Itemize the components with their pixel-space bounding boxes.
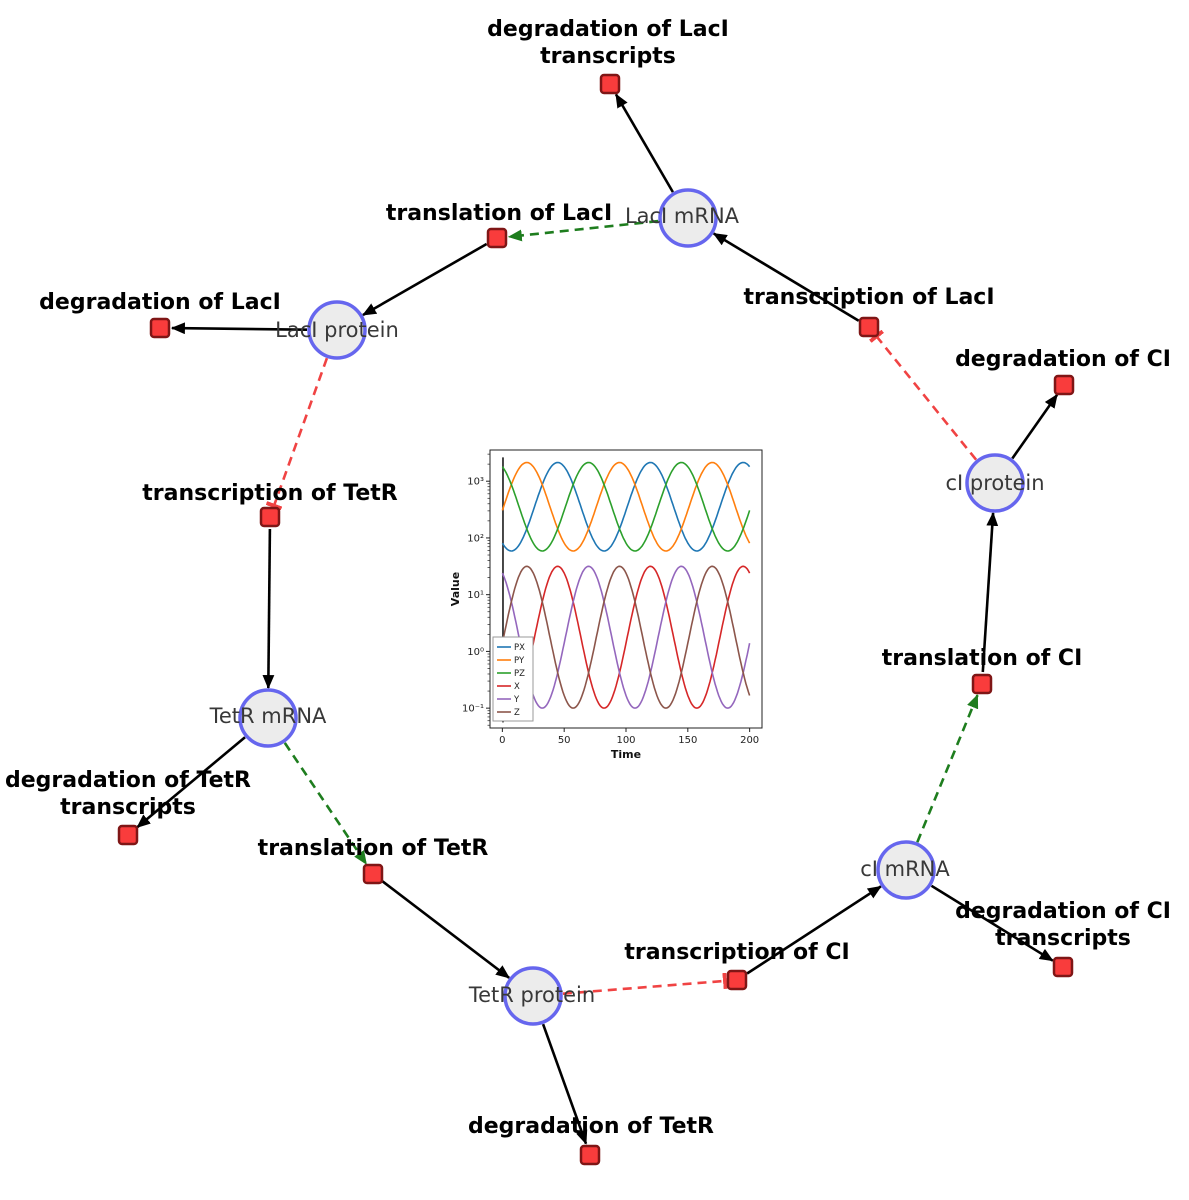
chart-legend-label-Z: Z bbox=[514, 708, 520, 718]
chart-series-Z bbox=[501, 565, 751, 709]
chart-series-PX bbox=[501, 461, 751, 552]
species-label-ci_protein: cI protein bbox=[945, 471, 1044, 495]
chart-legend-label-X: X bbox=[514, 682, 520, 692]
chart-ytick-label: 10³ bbox=[467, 477, 484, 488]
species-node-ci_mrna[interactable] bbox=[876, 840, 936, 900]
species-node-tetr_mrna[interactable] bbox=[238, 688, 298, 748]
edge-tetr_mrna-to-transl_tetr bbox=[283, 742, 368, 865]
chart-legend-label-PX: PX bbox=[514, 643, 525, 653]
edge-tetr_protein-to-deg_tetr bbox=[541, 1023, 588, 1145]
reaction-node-deg_tetr_tx[interactable] bbox=[117, 824, 139, 846]
reaction-label-deg_laci_tx-line-0: degradation of LacI bbox=[487, 17, 729, 42]
reaction-node-deg_ci[interactable] bbox=[1053, 374, 1075, 396]
chart-ytick-label: 10⁻¹ bbox=[462, 704, 484, 715]
edge-ci_mrna-to-transl_ci bbox=[916, 694, 979, 843]
chart-yaxis-title: Value bbox=[449, 572, 462, 606]
reaction-node-transl_tetr[interactable] bbox=[362, 863, 384, 885]
nodes-layer bbox=[117, 73, 1075, 1166]
reaction-label-deg_tetr-line-0: degradation of TetR bbox=[468, 1114, 714, 1139]
reaction-label-transc_tetr-line-0: transcription of TetR bbox=[142, 481, 398, 506]
reaction-label-deg_laci-line-0: degradation of LacI bbox=[39, 290, 281, 315]
species-node-laci_mrna[interactable] bbox=[658, 188, 718, 248]
chart-legend-label-Y: Y bbox=[513, 695, 520, 705]
chart-series-PY bbox=[501, 461, 751, 552]
edge-transl_laci-to-laci_protein bbox=[362, 242, 488, 317]
edge-transc_ci-to-ci_mrna bbox=[746, 885, 882, 975]
chart-legend-label-PY: PY bbox=[514, 656, 525, 666]
reaction-label-deg_tetr_tx-line-0: degradation of TetR bbox=[5, 768, 251, 793]
reaction-node-deg_tetr[interactable] bbox=[579, 1144, 601, 1166]
edges-layer bbox=[136, 93, 1059, 1145]
edge-laci_mrna-to-transl_laci bbox=[507, 219, 659, 242]
chart-legend-box bbox=[492, 636, 534, 722]
reaction-node-transc_tetr[interactable] bbox=[259, 506, 281, 528]
chart-ytick-label: 10² bbox=[467, 533, 484, 544]
chart-xtick-label: 0 bbox=[499, 735, 505, 746]
reaction-label-deg_ci-line-0: degradation of CI bbox=[955, 347, 1171, 372]
species-label-tetr_protein: TetR protein bbox=[468, 983, 595, 1007]
reaction-label-deg_ci_tx-line-0: degradation of CI bbox=[955, 899, 1171, 924]
species-label-laci_protein: LacI protein bbox=[275, 318, 399, 342]
reaction-node-transl_ci[interactable] bbox=[971, 673, 993, 695]
edge-ci_mrna-to-deg_ci_tx bbox=[930, 884, 1054, 962]
species-node-tetr_protein[interactable] bbox=[503, 966, 563, 1026]
reaction-node-transc_laci[interactable] bbox=[858, 316, 880, 338]
edge-transc_laci-to-laci_mrna bbox=[712, 232, 860, 322]
reaction-label-transl_laci-line-0: translation of LacI bbox=[386, 201, 612, 226]
reaction-label-transl_ci-line-0: translation of CI bbox=[882, 646, 1083, 671]
edge-tetr_mrna-to-deg_tetr_tx bbox=[136, 736, 246, 829]
chart-xtick-label: 200 bbox=[740, 735, 759, 746]
reaction-label-transc_laci-line-0: transcription of LacI bbox=[743, 285, 994, 310]
chart-ytick-label: 10⁰ bbox=[467, 647, 484, 658]
chart-plot-box bbox=[489, 449, 763, 729]
reaction-node-transl_laci[interactable] bbox=[486, 227, 508, 249]
reaction-node-transc_ci[interactable] bbox=[726, 969, 748, 991]
species-label-ci_mrna: cI mRNA bbox=[860, 857, 950, 881]
edge-transl_ci-to-ci_protein bbox=[981, 511, 999, 673]
edge-ci_protein-to-deg_ci bbox=[1011, 393, 1059, 460]
reaction-node-deg_ci_tx[interactable] bbox=[1052, 956, 1074, 978]
chart-legend-label-PZ: PZ bbox=[514, 669, 525, 679]
edge-laci_protein-to-transc_tetr bbox=[265, 357, 329, 511]
chart-xaxis-title: Time bbox=[611, 748, 641, 761]
reaction-node-deg_laci[interactable] bbox=[149, 317, 171, 339]
edge-ci_protein-to-transc_laci bbox=[869, 329, 978, 461]
reaction-label-deg_ci_tx-line-1: transcripts bbox=[995, 926, 1131, 951]
edge-tetr_protein-to-transc_ci bbox=[562, 972, 728, 995]
species-label-tetr_mrna: TetR mRNA bbox=[209, 704, 327, 728]
reaction-label-deg_tetr_tx-line-1: transcripts bbox=[60, 795, 196, 820]
chart-series-PZ bbox=[501, 461, 751, 552]
chart-xtick-label: 150 bbox=[678, 735, 697, 746]
chart-xtick-label: 50 bbox=[558, 735, 571, 746]
species-label-laci_mrna: LacI mRNA bbox=[625, 204, 740, 228]
chart-legend: PX PY PZ XYZ bbox=[492, 636, 534, 722]
chart-series-X bbox=[501, 565, 751, 709]
chart-series-Y bbox=[501, 565, 751, 709]
edge-laci_protein-to-deg_laci bbox=[170, 322, 308, 335]
edge-transl_tetr-to-tetr_protein bbox=[381, 880, 510, 979]
reaction-label-transc_ci-line-0: transcription of CI bbox=[624, 940, 849, 965]
reaction-node-deg_laci_tx[interactable] bbox=[599, 73, 621, 95]
species-node-laci_protein[interactable] bbox=[307, 300, 367, 360]
chart-xtick-label: 100 bbox=[616, 735, 635, 746]
edge-transc_tetr-to-tetr_mrna bbox=[262, 528, 275, 690]
species-node-ci_protein[interactable] bbox=[965, 453, 1025, 513]
chart-ytick-label: 10¹ bbox=[467, 590, 484, 601]
reaction-label-deg_laci_tx-line-1: transcripts bbox=[540, 44, 676, 69]
edge-laci_mrna-to-deg_laci_tx bbox=[614, 93, 675, 193]
reaction-label-transl_tetr-line-0: translation of TetR bbox=[258, 836, 489, 861]
